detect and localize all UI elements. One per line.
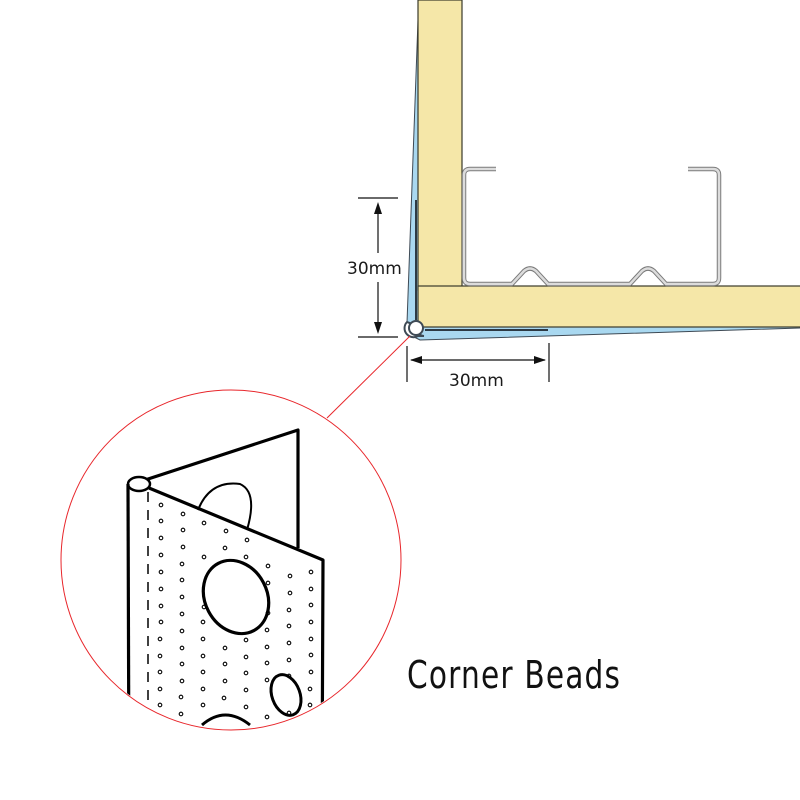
drywall-board-horizontal: [417, 285, 800, 328]
callout-leader-line: [326, 335, 411, 419]
horizontal-dimension-label: 30mm: [449, 371, 504, 391]
back-flange: [144, 428, 300, 548]
perforated-corner-bead-sketch: [126, 428, 325, 729]
nosing-cap: [126, 475, 152, 493]
dot-perforations: [157, 502, 314, 720]
small-perforation: [269, 673, 303, 717]
callout-circle: [60, 389, 402, 731]
wall-section: [403, 0, 800, 341]
metal-stud-channel: [461, 166, 722, 287]
large-perforation: [201, 558, 271, 636]
detail-callout: [60, 335, 411, 731]
dimension-vertical: 30mm: [347, 197, 402, 338]
drywall-board-vertical: [417, 0, 463, 291]
diagram-title: Corner Beads: [407, 653, 622, 697]
dimension-horizontal: 30mm: [406, 343, 550, 391]
vertical-dimension-label: 30mm: [347, 259, 402, 279]
